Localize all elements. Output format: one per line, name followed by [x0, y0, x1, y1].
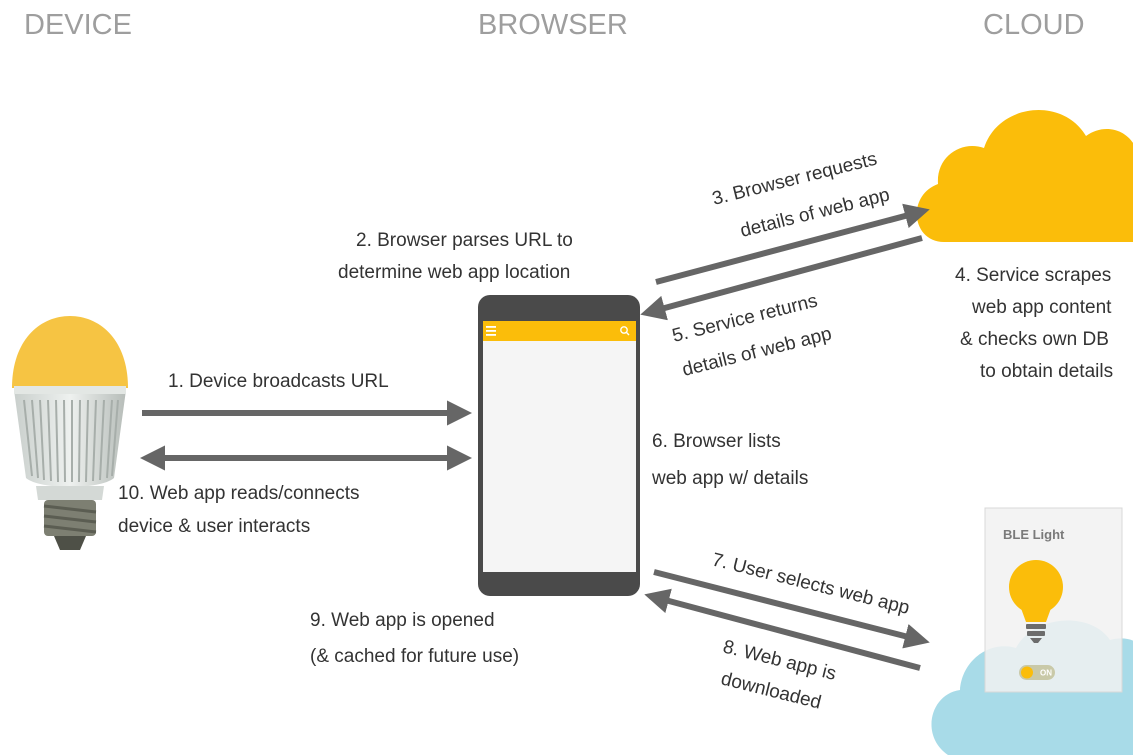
step-9-label-line2: (& cached for future use) [310, 646, 519, 667]
step-1-label: 1. Device broadcasts URL [168, 371, 389, 392]
step-6-label-line2: web app w/ details [651, 468, 808, 489]
phone-app-bar [483, 321, 636, 341]
step-2-label-line1: 2. Browser parses URL to [356, 230, 573, 251]
browser-column-heading: BROWSER [478, 9, 628, 41]
arrow-browser-to-cloud [655, 203, 930, 285]
bulb-screw-base [43, 500, 97, 550]
light-bulb-icon [12, 316, 128, 550]
step-2-label-line2: determine web app location [338, 262, 570, 283]
step-10-label-line2: device & user interacts [118, 516, 310, 537]
step-7-label: 7. User selects web app [710, 549, 912, 618]
step-4-label-line1: 4. Service scrapes [955, 265, 1111, 286]
on-toggle-switch[interactable]: ON [1019, 665, 1055, 680]
hamburger-menu-icon[interactable] [486, 326, 496, 336]
device-column-heading: DEVICE [24, 9, 132, 41]
step-4-label-line3: & checks own DB [960, 329, 1109, 350]
arrow-download-web-app [644, 588, 921, 671]
arrow-cloud-to-browser [640, 235, 923, 321]
step-10-label-line1: 10. Web app reads/connects [118, 483, 360, 504]
toggle-label: ON [1040, 669, 1052, 678]
step-9-label-line1: 9. Web app is opened [310, 610, 495, 631]
cloud-icon [916, 110, 1133, 242]
step-6-label-line1: 6. Browser lists [652, 431, 781, 452]
light-bulb-app-icon [1009, 560, 1063, 643]
arrow-select-web-app [653, 569, 930, 649]
step-4-label-line2: web app content [971, 297, 1112, 318]
web-app-card[interactable]: BLE Light ON [984, 507, 1123, 693]
step-4-label-line4: to obtain details [980, 361, 1113, 382]
phone-icon [478, 295, 640, 596]
arrows [139, 203, 930, 671]
search-icon[interactable] [620, 326, 630, 336]
web-app-card-title: BLE Light [1003, 527, 1065, 542]
cloud-column-heading: CLOUD [983, 9, 1085, 41]
